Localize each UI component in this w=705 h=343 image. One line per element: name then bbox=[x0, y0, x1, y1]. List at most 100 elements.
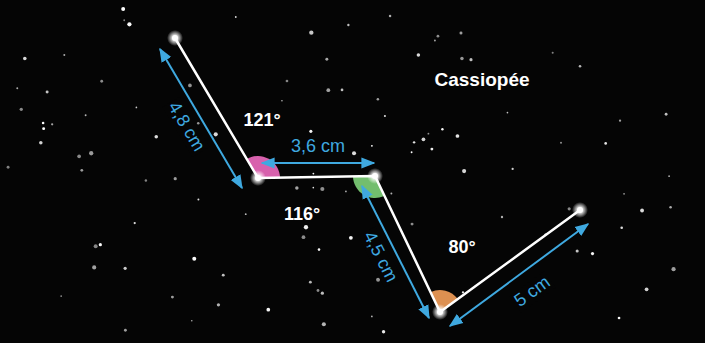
background-star bbox=[318, 248, 321, 251]
background-star bbox=[382, 330, 385, 333]
background-star bbox=[460, 57, 463, 60]
star-core bbox=[372, 173, 378, 179]
background-star bbox=[197, 198, 199, 200]
background-star bbox=[7, 166, 10, 169]
background-star bbox=[191, 320, 193, 322]
background-star bbox=[462, 169, 466, 173]
background-star bbox=[552, 52, 554, 54]
background-star bbox=[441, 128, 443, 130]
star-glow bbox=[167, 30, 183, 46]
background-star bbox=[427, 133, 429, 135]
background-star bbox=[121, 7, 125, 11]
star-glow bbox=[250, 170, 266, 186]
background-star bbox=[591, 252, 594, 255]
background-star bbox=[309, 281, 312, 284]
background-star bbox=[89, 151, 93, 155]
background-star bbox=[576, 249, 579, 252]
background-star bbox=[266, 308, 270, 312]
background-star bbox=[235, 16, 237, 18]
background-star bbox=[512, 168, 514, 170]
background-star bbox=[668, 175, 670, 177]
dimension-arrow bbox=[262, 162, 374, 164]
constellation-star bbox=[250, 170, 266, 186]
background-star bbox=[312, 173, 314, 175]
background-star bbox=[604, 142, 607, 145]
background-star bbox=[618, 317, 621, 320]
background-star bbox=[623, 193, 625, 195]
dimension-arrows bbox=[160, 49, 588, 326]
background-star bbox=[123, 19, 125, 21]
background-star bbox=[46, 90, 49, 93]
background-star bbox=[619, 119, 621, 121]
constellation-star bbox=[167, 30, 183, 46]
background-star bbox=[127, 22, 131, 26]
background-star bbox=[16, 87, 18, 89]
background-star bbox=[669, 206, 672, 209]
background-star bbox=[286, 80, 289, 83]
background-star bbox=[347, 24, 349, 26]
background-star bbox=[620, 226, 623, 229]
star-glow bbox=[572, 202, 588, 218]
background-star bbox=[245, 213, 247, 215]
constellation-line bbox=[175, 38, 580, 312]
background-star bbox=[188, 84, 192, 88]
background-star bbox=[23, 57, 27, 61]
constellation-name: Cassiopée bbox=[433, 70, 532, 91]
background-stars bbox=[7, 7, 676, 333]
background-star bbox=[94, 244, 98, 248]
background-star bbox=[174, 177, 177, 180]
background-star bbox=[134, 222, 136, 224]
background-star bbox=[92, 265, 96, 269]
background-star bbox=[456, 134, 460, 138]
background-star bbox=[411, 151, 413, 153]
background-star bbox=[214, 132, 218, 136]
star-core bbox=[255, 175, 261, 181]
background-star bbox=[42, 122, 45, 125]
background-star bbox=[77, 154, 81, 158]
angle-marks bbox=[247, 156, 458, 312]
background-star bbox=[384, 115, 386, 117]
background-star bbox=[322, 322, 326, 326]
background-star bbox=[312, 187, 314, 189]
background-star bbox=[501, 216, 503, 218]
star-core bbox=[437, 309, 443, 315]
background-star bbox=[309, 31, 313, 35]
background-star bbox=[197, 122, 199, 124]
background-star bbox=[325, 58, 328, 61]
background-star bbox=[317, 289, 320, 292]
background-star bbox=[560, 142, 562, 144]
background-star bbox=[417, 53, 421, 57]
background-star bbox=[63, 54, 65, 56]
background-star bbox=[671, 267, 675, 271]
constellation-star bbox=[432, 304, 448, 320]
background-star bbox=[345, 190, 347, 192]
background-star bbox=[341, 89, 344, 92]
background-star bbox=[145, 179, 147, 181]
constellation-star bbox=[367, 168, 383, 184]
background-star bbox=[434, 40, 436, 42]
star-core bbox=[577, 207, 583, 213]
background-star bbox=[665, 113, 668, 116]
background-star bbox=[321, 292, 324, 295]
star-glow bbox=[432, 304, 448, 320]
background-star bbox=[371, 315, 373, 317]
background-star bbox=[192, 257, 196, 261]
background-star bbox=[640, 209, 644, 213]
background-star bbox=[85, 114, 87, 116]
dimension-label: 3,6 cm bbox=[289, 137, 347, 157]
main-stars bbox=[167, 30, 588, 320]
background-star bbox=[124, 329, 127, 332]
background-star bbox=[42, 127, 45, 130]
constellation-star bbox=[572, 202, 588, 218]
constellation-lines bbox=[175, 38, 580, 312]
background-star bbox=[459, 32, 462, 35]
background-star bbox=[51, 123, 53, 125]
background-star bbox=[295, 186, 298, 189]
dimension-arrow bbox=[160, 49, 242, 188]
background-star bbox=[136, 107, 138, 109]
background-star bbox=[377, 98, 380, 101]
background-star bbox=[352, 151, 356, 155]
background-star bbox=[645, 288, 649, 292]
background-star bbox=[430, 148, 433, 151]
